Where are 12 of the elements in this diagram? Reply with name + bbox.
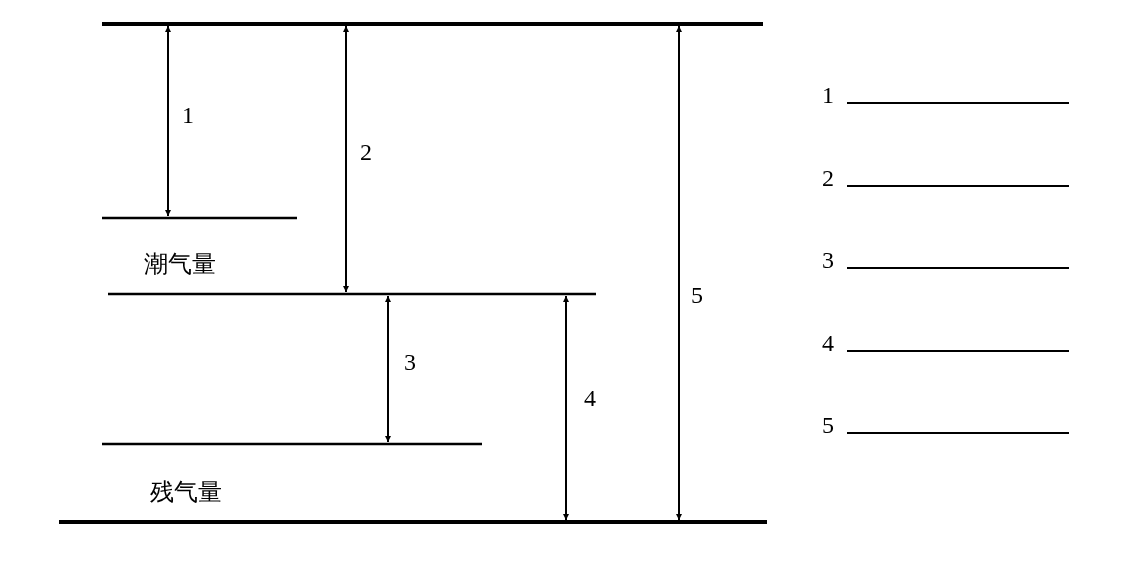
callout-number: 2 bbox=[360, 139, 372, 165]
item-number: 4 bbox=[822, 330, 834, 356]
callout-number: 3 bbox=[404, 349, 416, 375]
item-number: 2 bbox=[822, 165, 834, 191]
volume-label: 残气量 bbox=[150, 479, 222, 505]
callout-number: 5 bbox=[691, 282, 703, 308]
item-number: 1 bbox=[822, 82, 834, 108]
callout-number: 4 bbox=[584, 385, 596, 411]
volume-label: 潮气量 bbox=[144, 251, 216, 277]
item-number: 3 bbox=[822, 247, 834, 273]
item-number: 5 bbox=[822, 412, 834, 438]
callout-number: 1 bbox=[182, 102, 194, 128]
